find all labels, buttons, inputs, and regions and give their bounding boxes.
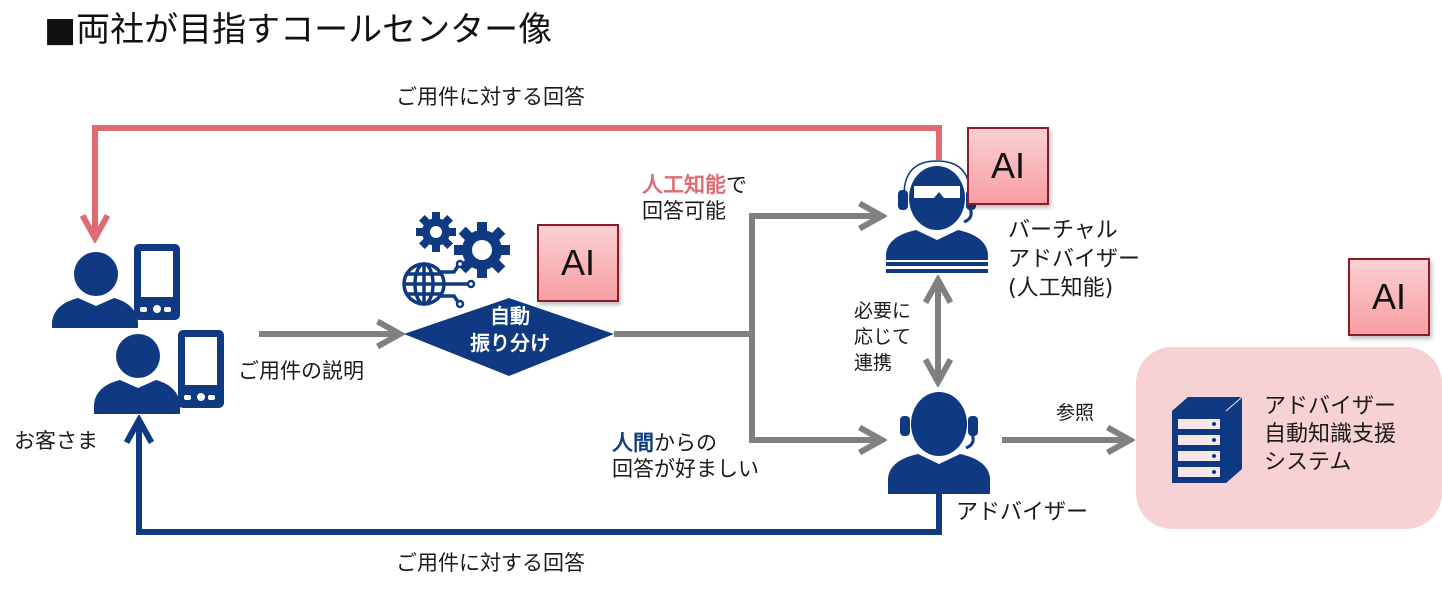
operator-headset-icon: [888, 388, 990, 494]
top-response-label: ご用件に対する回答: [396, 85, 585, 109]
ai-response-arrow: [95, 125, 942, 238]
virtual-advisor-label: バーチャル アドバイザー (人工知能): [1008, 216, 1140, 303]
advisor-label: アドバイザー: [956, 500, 1089, 525]
ai-route-arrow: [749, 216, 882, 334]
ai-route-highlight: 人工知能: [642, 173, 726, 197]
knowledge-system-label: アドバイザー 自動知識支援 システム: [1264, 393, 1396, 477]
virtual-advisor-label-line: (人工知能): [1008, 276, 1114, 301]
reference-label: 参照: [1056, 402, 1095, 424]
router-label: 自動 振り分け: [420, 303, 600, 357]
gears-globe-circuit-icon: [402, 212, 614, 376]
cooperation-line: 必要に: [854, 300, 912, 322]
ai-route-label: 人工知能で 回答可能: [642, 172, 747, 224]
ai-route-text-line2: 回答可能: [642, 199, 726, 223]
human-response-arrow: [139, 420, 942, 535]
human-route-text-line2: 回答が好ましい: [612, 457, 759, 481]
server-rack-icon: [1172, 396, 1243, 483]
human-route-arrow: [749, 334, 882, 440]
human-route-text: からの: [654, 431, 717, 455]
router-ai-badge: AI: [537, 224, 619, 302]
knowledge-system-label-line: アドバイザー: [1264, 394, 1397, 419]
operator-with-goggles-icon: [886, 160, 988, 273]
customer-label: お客さま: [14, 429, 98, 453]
knowledge-system-label-line: システム: [1264, 450, 1352, 475]
knowledge-system-label-line: 自動知識支援: [1264, 422, 1397, 447]
bottom-response-label: ご用件に対する回答: [396, 551, 585, 575]
cooperation-line: 連携: [854, 352, 893, 374]
human-route-label: 人間からの 回答が好ましい: [612, 430, 759, 482]
customer-with-phone-icon: [52, 244, 224, 414]
virtual-advisor-ai-badge: AI: [967, 127, 1049, 205]
knowledge-system-ai-badge: AI: [1348, 258, 1430, 336]
page-title: ■両社が目指すコールセンター像: [44, 10, 553, 50]
human-route-highlight: 人間: [612, 431, 654, 455]
cooperation-line: 応じて: [854, 326, 912, 348]
request-label: ご用件の説明: [238, 359, 364, 383]
cooperation-label: 必要に 応じて 連携: [854, 298, 911, 376]
router-diamond: [404, 298, 614, 376]
router-label-line2: 振り分け: [470, 331, 550, 355]
ai-route-text: で: [726, 173, 747, 197]
virtual-advisor-label-line: アドバイザー: [1008, 247, 1141, 272]
router-label-line1: 自動: [490, 304, 530, 328]
virtual-advisor-label-line: バーチャル: [1008, 218, 1118, 243]
